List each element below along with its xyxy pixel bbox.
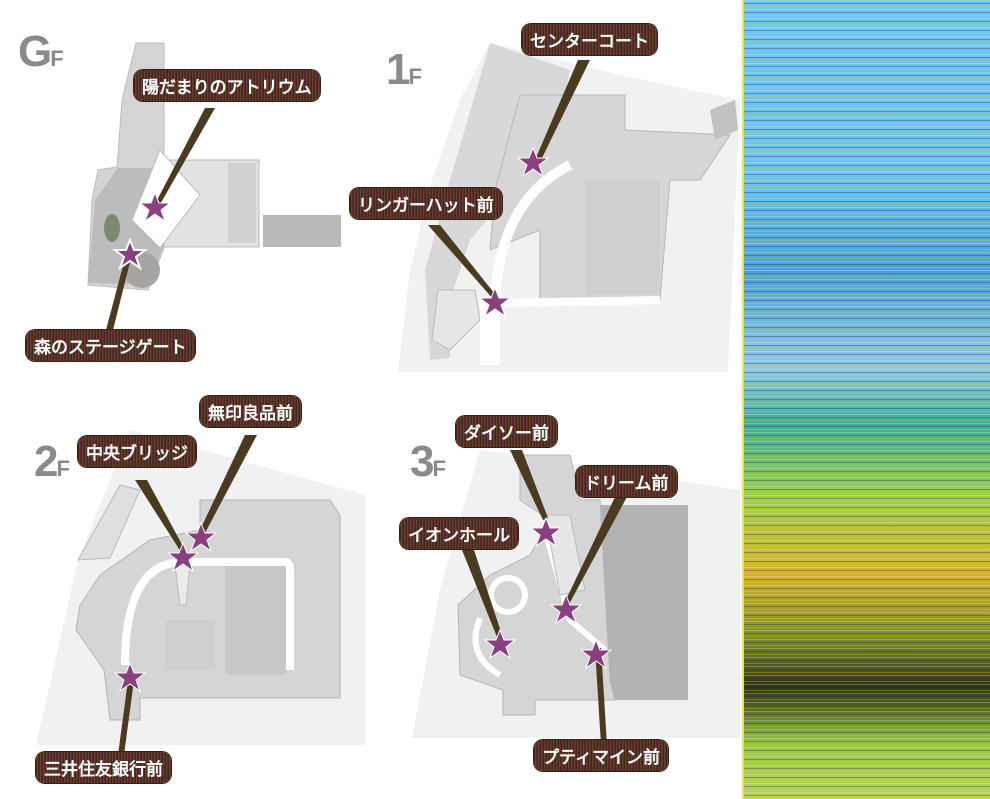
spot-label-center-court[interactable]: センターコート xyxy=(522,24,657,55)
floor-plan-3f xyxy=(412,450,740,745)
floor-2f: 2F 中央ブリッジ 無印良品前 三井住友銀行前 xyxy=(0,390,370,799)
floor-label-3f: 3F xyxy=(410,437,446,486)
spot-label-dream-mae[interactable]: ドリーム前 xyxy=(576,466,677,497)
floor-1f: 1F センターコート リンガーハット前 xyxy=(340,0,740,390)
star-marker-icon xyxy=(138,191,172,223)
star-marker-icon xyxy=(113,661,147,693)
floor-gf: GF 陽だまりのアトリウム 森のステージゲート xyxy=(0,0,370,390)
spot-label-mori-stage-gate[interactable]: 森のステージゲート xyxy=(26,330,195,361)
star-marker-icon xyxy=(184,521,218,553)
floor-label-1f: 1F xyxy=(386,45,422,94)
spot-label-muji-mae[interactable]: 無印良品前 xyxy=(200,396,301,427)
floor-map-area: GF 陽だまりのアトリウム 森のステージゲート 1F xyxy=(0,0,740,799)
star-marker-icon xyxy=(483,628,517,660)
star-marker-icon xyxy=(478,286,512,318)
star-marker-icon xyxy=(166,541,200,573)
spot-label-chuo-bridge[interactable]: 中央ブリッジ xyxy=(78,436,196,467)
floor-plan-gf xyxy=(87,42,341,330)
spot-label-daiso-mae[interactable]: ダイソー前 xyxy=(456,416,557,447)
spot-label-aeon-hall[interactable]: イオンホール xyxy=(400,518,518,549)
floor-label-gf: GF xyxy=(18,27,64,76)
star-marker-icon xyxy=(529,516,563,548)
floor-label-2f: 2F xyxy=(34,437,70,486)
star-marker-icon xyxy=(549,593,583,625)
decorative-noise-strip xyxy=(742,0,990,799)
spot-label-petit-main-mae[interactable]: プティマイン前 xyxy=(534,740,668,771)
star-marker-icon xyxy=(579,638,613,670)
floor-plan-1f xyxy=(398,43,740,372)
spot-label-ringerhut-mae[interactable]: リンガーハット前 xyxy=(350,188,502,219)
spot-label-smbc-mae[interactable]: 三井住友銀行前 xyxy=(36,752,171,783)
floor-plan-2f xyxy=(36,430,365,755)
spot-label-hidamari-atrium[interactable]: 陽だまりのアトリウム xyxy=(134,70,320,101)
floor-3f: 3F ダイソー前 ドリーム前 イオンホール プティマイン前 xyxy=(370,390,740,799)
star-marker-icon xyxy=(516,146,550,178)
star-marker-icon xyxy=(112,237,148,271)
strip-divider xyxy=(742,0,744,799)
